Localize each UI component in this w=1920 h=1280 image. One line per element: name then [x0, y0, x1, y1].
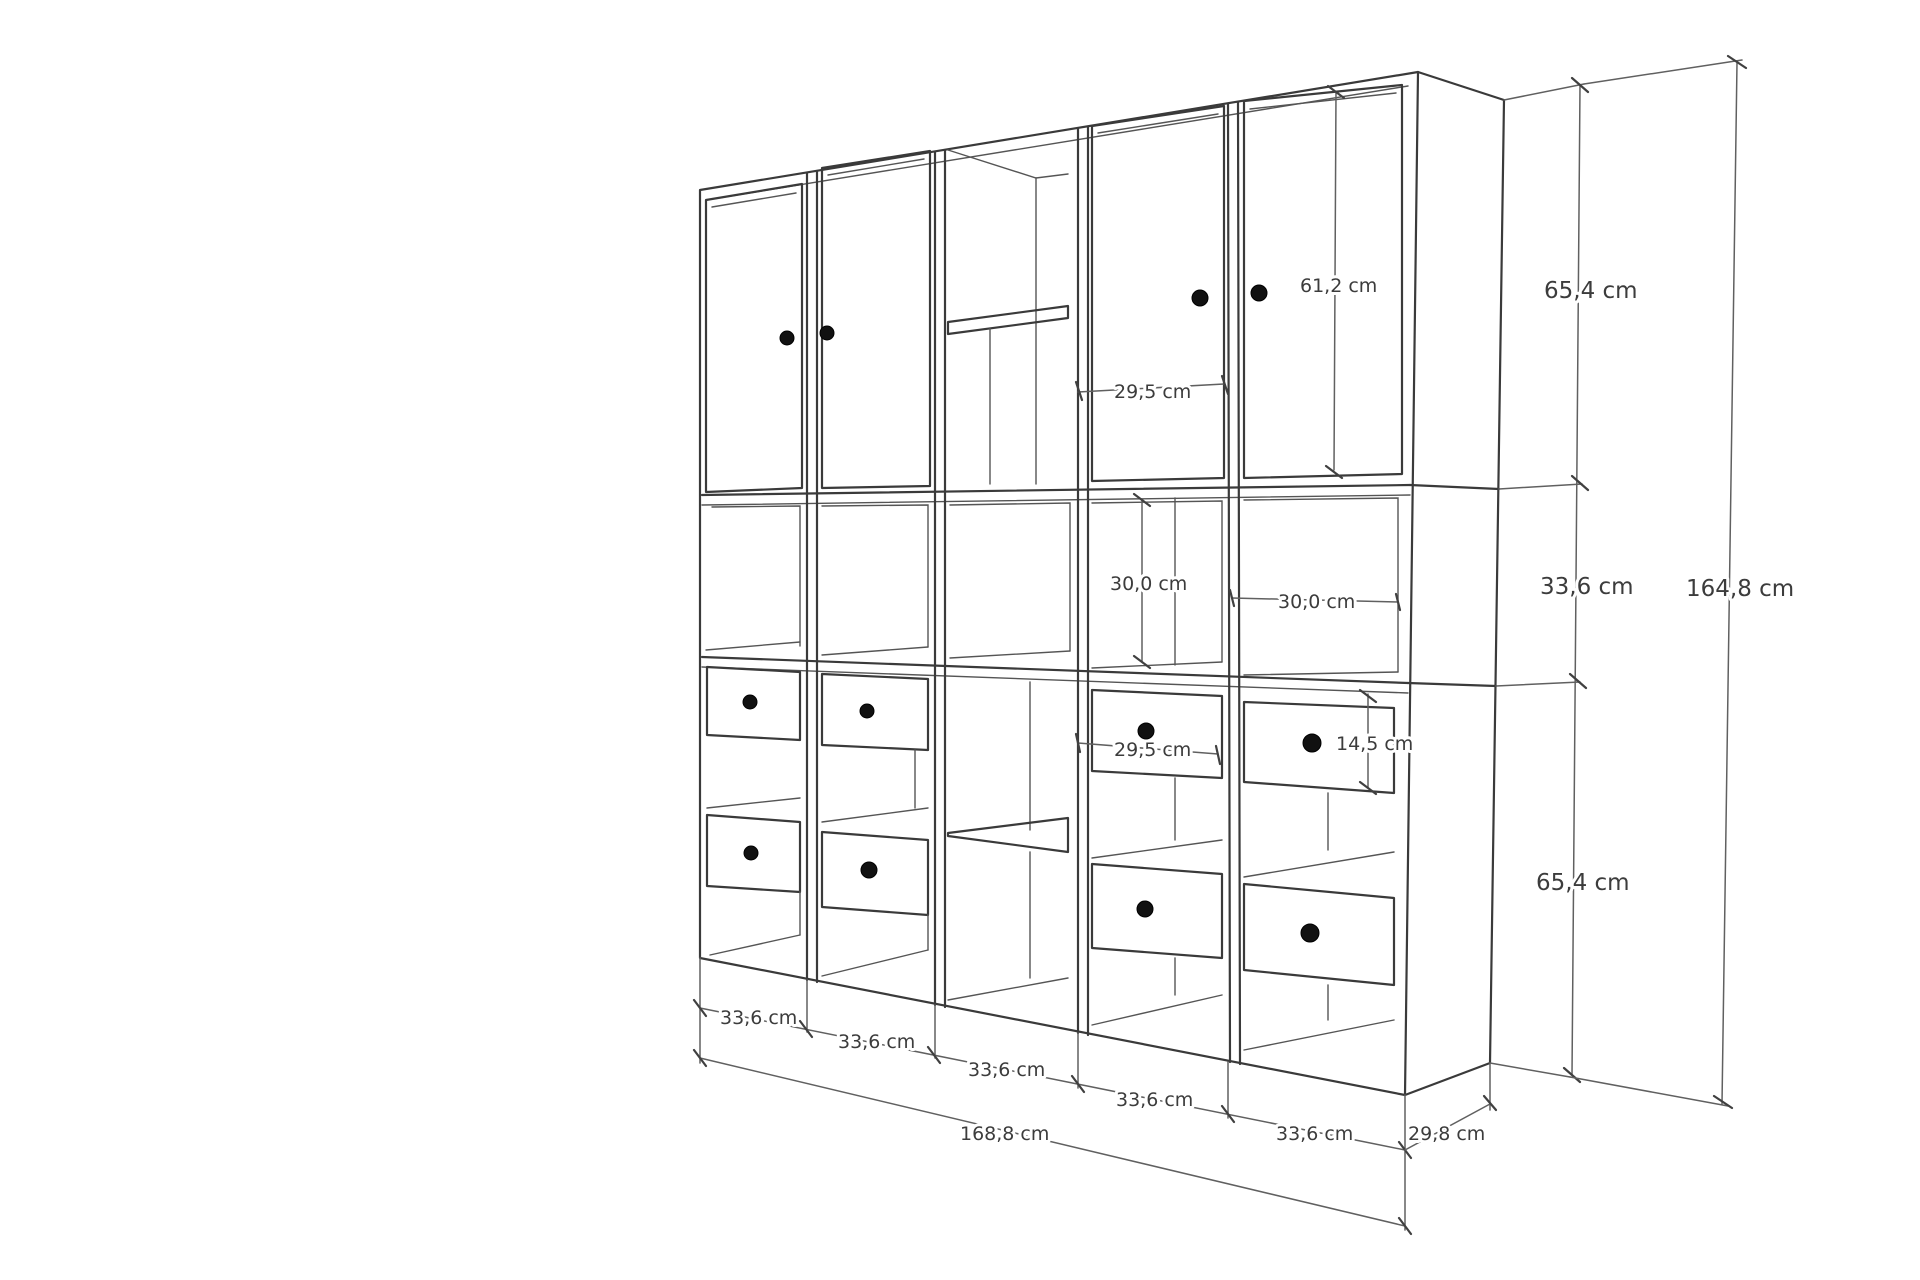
drawer-5-bottom-knob	[1300, 923, 1320, 943]
drawer-4-bottom	[1090, 862, 1224, 960]
bottom-row	[705, 665, 1396, 1051]
drawer-2-top-knob	[859, 703, 875, 719]
label-door-height: 61,2 cm	[1300, 275, 1377, 297]
drawer-5-top-knob	[1302, 733, 1322, 753]
middle-row-cubes	[705, 497, 1399, 676]
dimension-labels: 61,2 cm 29,5 cm 30,0 cm 30,0 cm 29,5 cm …	[717, 272, 1797, 1148]
door-1	[704, 182, 804, 494]
door-2-knob	[819, 325, 835, 341]
label-middle-row-height: 33,6 cm	[1540, 574, 1634, 600]
dimension-lines	[692, 54, 1748, 1236]
side-panel-edge	[1403, 70, 1420, 1097]
label-bottom-row-height: 65,4 cm	[1536, 870, 1630, 896]
drawer-4-top-knob	[1137, 722, 1155, 740]
door-1-knob	[779, 330, 795, 346]
label-total-width: 168,8 cm	[960, 1123, 1049, 1145]
door-5-knob	[1250, 284, 1268, 302]
side-panel-row-line-1	[1408, 483, 1501, 491]
label-column-2-width: 33,6 cm	[838, 1031, 915, 1053]
label-column-3-width: 33,6 cm	[968, 1059, 1045, 1081]
drawer-1-top-knob	[742, 694, 758, 710]
drawer-1-bottom-knob	[743, 845, 759, 861]
drawer-5-bottom	[1242, 882, 1396, 987]
label-drawer-height: 14,5 cm	[1336, 733, 1413, 755]
label-top-row-height: 65,4 cm	[1544, 278, 1638, 304]
drawer-4-bottom-knob	[1136, 900, 1154, 918]
column-separators	[805, 100, 1242, 1066]
top-row-doors	[704, 83, 1404, 494]
label-cube-width: 30,0 cm	[1278, 591, 1355, 613]
drawer-5-top	[1242, 700, 1396, 795]
label-column-1-width: 33,6 cm	[720, 1007, 797, 1029]
drawer-1-top	[705, 665, 802, 742]
label-column-4-width: 33,6 cm	[1116, 1089, 1193, 1111]
door-4	[1090, 104, 1226, 483]
drawer-2-bottom-knob	[860, 861, 878, 879]
row-separator-1	[700, 483, 1412, 497]
label-column-5-width: 33,6 cm	[1276, 1123, 1353, 1145]
label-depth: 29,8 cm	[1408, 1123, 1485, 1145]
open-shelf-top-middle	[946, 149, 1070, 485]
outer-front-outline	[698, 70, 1506, 1097]
drawer-2-top	[820, 672, 930, 752]
label-drawer-width: 29,5 cm	[1114, 739, 1191, 761]
drawer-4-top	[1090, 688, 1224, 780]
door-2	[820, 149, 932, 490]
side-panel-row-line-2	[1406, 681, 1498, 688]
door-5	[1242, 83, 1404, 480]
door-4-knob	[1191, 289, 1209, 307]
row-separator-2	[700, 655, 1410, 685]
label-door-width: 29,5 cm	[1114, 381, 1191, 403]
shelving-unit	[698, 70, 1506, 1097]
label-cube-height: 30,0 cm	[1110, 573, 1187, 595]
label-total-height: 164,8 cm	[1686, 576, 1794, 602]
